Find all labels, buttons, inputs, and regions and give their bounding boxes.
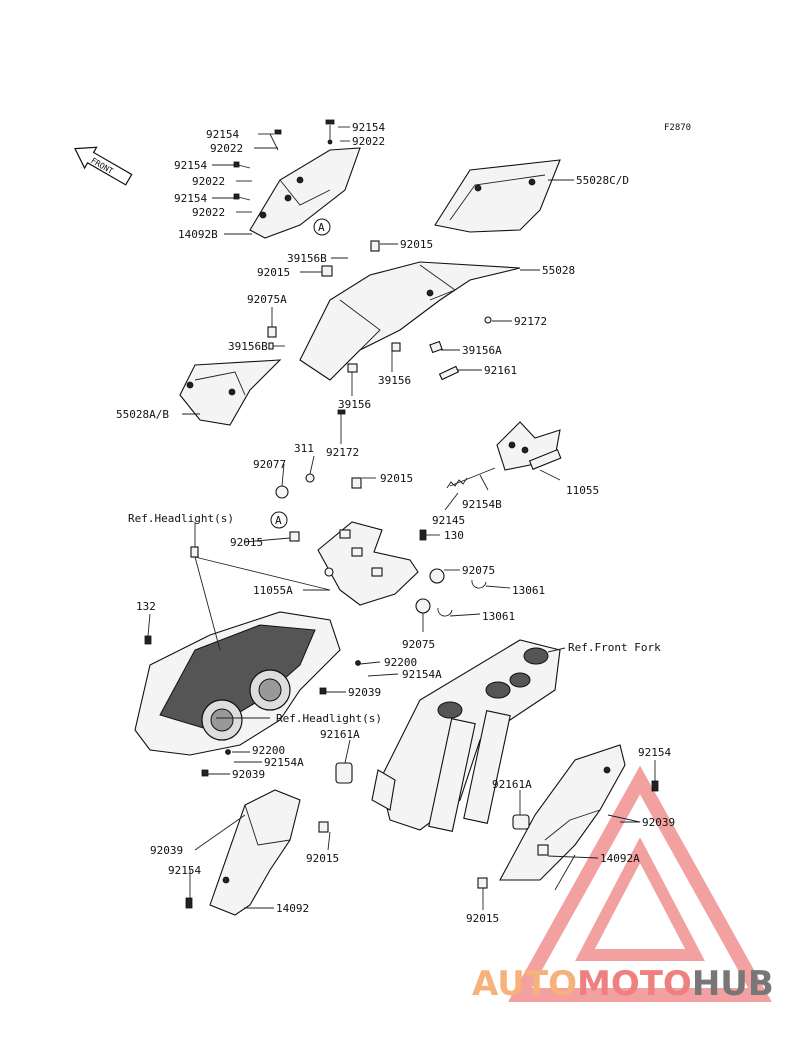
fasteners-near-stay [275, 473, 487, 617]
small-parts-upper [267, 240, 492, 425]
part-label: 92077 [253, 458, 286, 471]
part-label: 39156 [378, 374, 411, 387]
part-label: 39156B [228, 340, 268, 353]
part-label: 130 [444, 529, 464, 542]
part-label: 92075A [247, 293, 287, 306]
callout-circle-a-lower [270, 511, 288, 529]
center-inner-fairing-55028 [299, 261, 521, 381]
bracket-11055 [496, 421, 562, 471]
side-panel-55028CD [434, 159, 561, 233]
part-label: 55028C/D [576, 174, 629, 187]
part-label: 92022 [192, 206, 225, 219]
part-label: 11055A [253, 584, 293, 597]
part-label: 92015 [257, 266, 290, 279]
part-label: 92154 [168, 864, 201, 877]
ref-headlight-label-upper: Ref.Headlight(s) [128, 512, 234, 525]
part-label: 55028A/B [116, 408, 169, 421]
part-label: 92154A [264, 756, 304, 769]
part-label: 92154B [462, 498, 502, 511]
part-label: 92200 [384, 656, 417, 669]
part-label: 132 [136, 600, 156, 613]
part-label: 92075 [402, 638, 435, 651]
part-label: 92022 [210, 142, 243, 155]
part-label: 55028 [542, 264, 575, 277]
part-label: 92154 [638, 746, 671, 759]
part-label: 14092A [600, 852, 640, 865]
watermark-triangle [508, 765, 772, 1002]
ref-front-fork-label: Ref.Front Fork [568, 641, 661, 654]
part-label: 311 [294, 442, 314, 455]
part-label: 92022 [352, 135, 385, 148]
part-label: 92039 [150, 844, 183, 857]
part-label: 92015 [230, 536, 263, 549]
screw-set-upper-left [233, 119, 335, 201]
part-label: 92039 [348, 686, 381, 699]
part-label: 39156B [287, 252, 327, 265]
part-label: 92015 [380, 472, 413, 485]
part-label: 92161 [484, 364, 517, 377]
headlight-assembly [134, 546, 361, 777]
part-label: 92161A [320, 728, 360, 741]
part-label: 92200 [252, 744, 285, 757]
front-direction-arrow: FRONT [74, 146, 133, 186]
part-label: 92015 [466, 912, 499, 925]
side-panel-55028AB [179, 359, 282, 426]
ref-headlight-label-lower: Ref.Headlight(s) [276, 712, 382, 725]
part-label: 92154 [206, 128, 239, 141]
callout-letter-lower: A [275, 514, 282, 527]
upper-inner-cover-14092B [249, 147, 361, 239]
front-fork-steering-stem [371, 639, 561, 832]
part-label: 14092B [178, 228, 218, 241]
lower-cover-14092A [499, 744, 626, 881]
part-label: 92172 [326, 446, 359, 459]
part-label: 92015 [400, 238, 433, 251]
callout-letter-upper: A [318, 221, 325, 234]
watermark-auto-text: AUTOMOTOHUB [472, 964, 774, 1004]
part-label: 39156 [338, 398, 371, 411]
part-label: 92039 [232, 768, 265, 781]
part-label: 92015 [306, 852, 339, 865]
part-label: 92022 [192, 175, 225, 188]
part-label: 92075 [462, 564, 495, 577]
part-label: 92154A [402, 668, 442, 681]
part-label: 92154 [174, 192, 207, 205]
part-label: 92172 [514, 315, 547, 328]
part-label: 14092 [276, 902, 309, 915]
lower-cover-14092 [209, 789, 301, 916]
bolt-92154B-and-spring-92145 [446, 467, 496, 489]
figure-code: F2870 [664, 123, 691, 133]
part-label: 13061 [482, 610, 515, 623]
part-label: 92161A [492, 778, 532, 791]
part-label: 13061 [512, 584, 545, 597]
part-label: 92145 [432, 514, 465, 527]
part-label: 92154 [174, 159, 207, 172]
main-stay-11055A [317, 521, 419, 606]
part-labels: 92154 92022 92154 92022 92154 92022 9215… [116, 121, 675, 925]
part-label: 11055 [566, 484, 599, 497]
part-label: 92039 [642, 816, 675, 829]
leader-lines [147, 126, 656, 910]
lower-small-parts [185, 762, 659, 909]
watermark-inner-triangle [575, 837, 705, 961]
watermark-logo: AUTOMOTOHUB [472, 765, 774, 1004]
callout-circle-a-upper [313, 218, 331, 236]
part-label: 39156A [462, 344, 502, 357]
part-label: 92154 [352, 121, 385, 134]
